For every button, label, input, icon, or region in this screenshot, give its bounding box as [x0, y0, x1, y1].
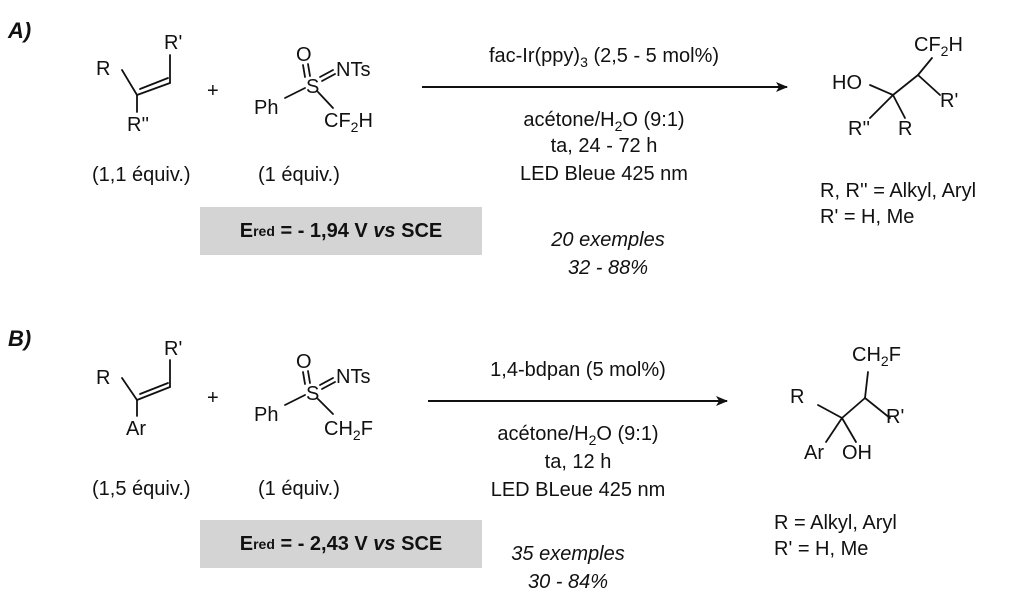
yield-b: 30 - 84% [527, 571, 609, 593]
sulfoximine-a-equiv: (1 équiv.) [258, 164, 340, 186]
examples-a: 20 exemples [551, 229, 665, 251]
solvent-a: acétone/H2O (9:1) [523, 109, 685, 134]
substituents-a-2: R' = H, Me [820, 206, 915, 228]
alkene-b-equiv: (1,5 équiv.) [92, 478, 191, 500]
alkene-b-ar: Ar [126, 418, 146, 440]
product-a-r2: R'' [848, 118, 871, 140]
sulfoximine-a-ph: Ph [254, 97, 279, 119]
product-b-top-group: CH2F [852, 344, 901, 369]
examples-b: 35 exemples [511, 543, 625, 565]
alkene-b-r1: R' [164, 338, 183, 360]
light-a: LED Bleue 425 nm [520, 163, 688, 185]
product-a-ho: HO [832, 72, 862, 94]
product-a-r1: R' [940, 90, 959, 112]
plus-a: + [207, 80, 219, 102]
product-b-structure [817, 371, 891, 443]
yield-a: 32 - 88% [567, 257, 649, 279]
plus-b: + [207, 387, 219, 409]
sulfoximine-a-o: O [296, 44, 312, 66]
product-a-r: R [898, 118, 913, 140]
product-b-ar: Ar [804, 442, 824, 464]
sulfoximine-a-s: S [306, 76, 320, 98]
sulfoximine-b-ph: Ph [254, 404, 279, 426]
substituents-a-1: R, R'' = Alkyl, Aryl [820, 180, 977, 202]
alkene-a-r: R [96, 58, 111, 80]
panel-a-label: A) [8, 18, 32, 43]
alkene-b-r: R [96, 367, 111, 389]
sulfoximine-a-structure [284, 63, 336, 109]
temp-time-a: ta, 24 - 72 h [550, 135, 658, 157]
sulfoximine-b-structure [284, 370, 336, 415]
catalyst-a: fac-Ir(ppy)3 (2,5 - 5 mol%) [488, 45, 720, 70]
product-b-r1: R' [886, 406, 905, 428]
sulfoximine-b-s: S [306, 383, 320, 405]
alkene-a-equiv: (1,1 équiv.) [92, 164, 191, 186]
product-a-top-group: CF2H [914, 34, 963, 59]
sulfoximine-b-group: CH2F [324, 418, 373, 443]
alkene-a-r1: R' [164, 32, 183, 54]
sulfoximine-b-nts: NTs [336, 366, 371, 388]
substituents-b-1: R = Alkyl, Aryl [774, 512, 897, 534]
alkene-a-r2: R'' [127, 114, 150, 136]
alkene-b-structure [121, 359, 171, 417]
product-b-oh: OH [842, 442, 872, 464]
solvent-b: acétone/H2O (9:1) [497, 423, 659, 448]
light-b: LED BLeue 425 nm [490, 479, 666, 501]
sulfoximine-b-o: O [296, 351, 312, 373]
panel-b-label: B) [8, 326, 32, 351]
sulfoximine-a-nts: NTs [336, 59, 371, 81]
sulfoximine-b-equiv: (1 équiv.) [258, 478, 340, 500]
temp-time-b: ta, 12 h [544, 451, 612, 473]
product-b-r: R [790, 386, 805, 408]
sulfoximine-a-group: CF2H [324, 110, 373, 135]
catalyst-b: 1,4-bdpan (5 mol%) [490, 359, 666, 381]
substituents-b-2: R' = H, Me [774, 538, 869, 560]
alkene-a-structure [121, 54, 171, 113]
product-a-structure [869, 57, 941, 119]
